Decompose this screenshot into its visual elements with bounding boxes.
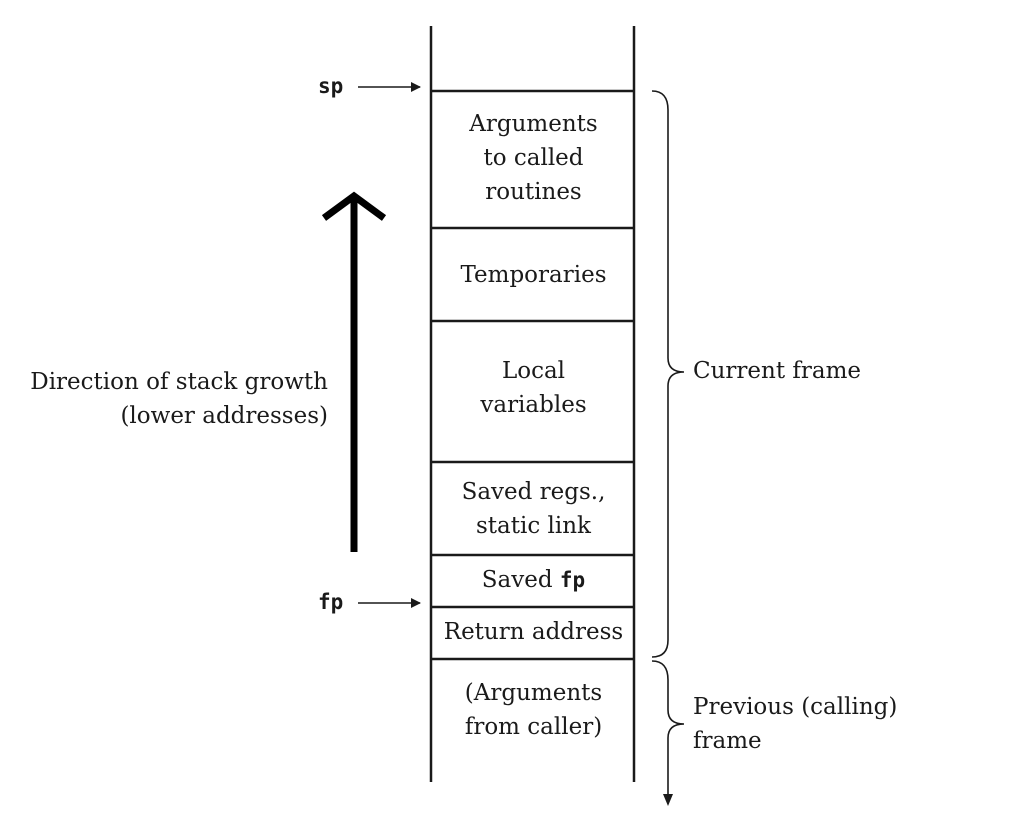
growth-arrow-head	[321, 191, 387, 221]
previous-frame-label: Previous (calling) frame	[693, 694, 898, 754]
cell-return-address: Return address	[443, 619, 624, 645]
current-frame-label: Current frame	[693, 358, 862, 384]
current-frame-brace	[651, 90, 685, 658]
cell-arguments-from-caller: (Arguments from caller)	[464, 680, 603, 740]
cell-saved-fp: Saved fp	[432, 563, 635, 597]
cell-local-variables: Local variables	[480, 358, 587, 418]
sp-label: sp	[318, 74, 344, 98]
stack-growth-label: Direction of stack growth (lower address…	[30, 369, 328, 429]
cell-saved-regs: Saved regs., static link	[461, 479, 606, 539]
previous-frame-down-arrow-head	[663, 794, 673, 806]
fp-label: fp	[318, 590, 344, 614]
saved-fp-code: fp	[559, 568, 586, 592]
cell-arguments-to-called-routines: Arguments to called routines	[469, 111, 598, 205]
saved-fp-text: Saved	[481, 567, 560, 593]
stack-cell-dividers	[431, 89, 634, 661]
cell-temporaries: Temporaries	[460, 262, 607, 288]
previous-frame-brace	[651, 660, 685, 795]
